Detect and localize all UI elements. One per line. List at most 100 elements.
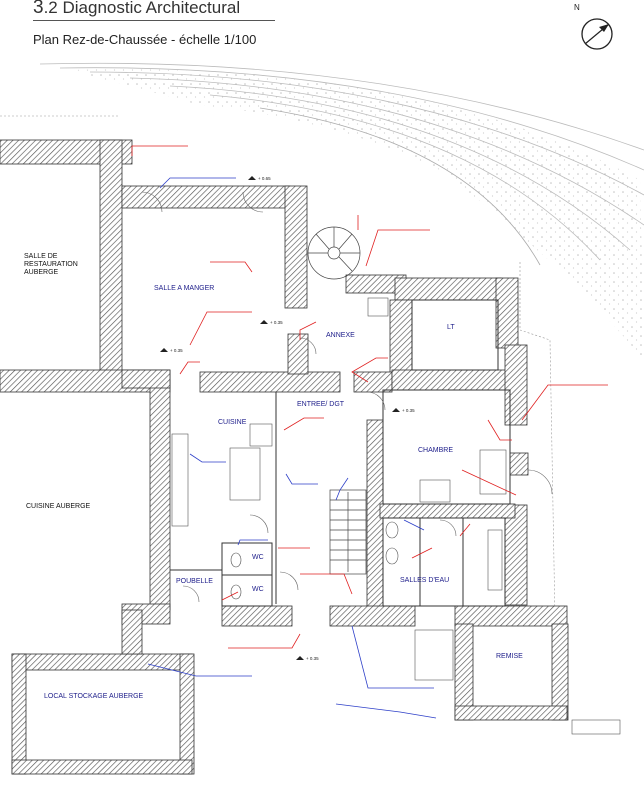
- spiral-staircase: [307, 226, 361, 280]
- door-swing: [249, 514, 269, 534]
- kitchen-counter: [171, 433, 189, 527]
- contour-line: [169, 85, 631, 251]
- exterior-bench: [571, 719, 621, 735]
- wall: [391, 369, 517, 391]
- salles-deau-room: [382, 517, 506, 607]
- label-salle-restauration-2: RESTAURATION: [24, 261, 78, 268]
- annotation-leader: [285, 473, 318, 485]
- contour-line: [129, 77, 644, 226]
- door-swing: [182, 585, 200, 603]
- north-arrow: N: [574, 3, 613, 50]
- label-cuisine-auberge: CUISINE AUBERGE: [26, 503, 91, 510]
- label-chambre: CHAMBRE: [418, 447, 453, 454]
- level-marker-icon: [296, 656, 304, 660]
- site-contours: [0, 62, 644, 621]
- plan-subtitle: Plan Rez-de-Chaussée - échelle 1/100: [33, 32, 257, 47]
- door-swing: [527, 469, 553, 495]
- red-annotations: [131, 145, 608, 649]
- wall: [121, 609, 143, 655]
- section-title-text: .2 Diagnostic Architectural: [43, 0, 241, 17]
- annotation-leader: [299, 321, 317, 340]
- room-labels: SALLE DE RESTAURATION AUBERGE SALLE A MA…: [24, 253, 523, 700]
- wall: [379, 503, 516, 519]
- stair-step: [338, 233, 353, 250]
- annotation-leader: [335, 477, 349, 501]
- toilet: [230, 552, 242, 568]
- wc-partition: [221, 574, 273, 607]
- wall: [287, 333, 309, 375]
- label-entree-dgt: ENTREE/ DGT: [297, 401, 345, 408]
- wall: [221, 605, 293, 627]
- annotation-leader: [335, 703, 437, 719]
- annotation-leader: [189, 311, 252, 346]
- section-title: 3.2 Diagnostic Architectural: [33, 0, 240, 19]
- wall: [199, 371, 341, 393]
- gravel-area: [70, 69, 644, 360]
- shower-tray: [487, 529, 503, 591]
- stair-step: [315, 233, 330, 250]
- wall: [121, 369, 171, 389]
- annotation-leader: [179, 361, 200, 375]
- north-label: N: [574, 3, 580, 12]
- wall: [11, 759, 193, 775]
- wall: [99, 139, 123, 373]
- door-swing: [141, 191, 163, 213]
- title-rule: [33, 20, 275, 21]
- wall: [11, 653, 27, 775]
- level-4: + 0.35: [402, 408, 415, 413]
- stair-core: [327, 246, 341, 260]
- annotation-leader: [403, 519, 425, 531]
- annotation-leader: [411, 547, 433, 559]
- annotation-leader: [365, 229, 430, 267]
- blue-annotations: [147, 177, 437, 719]
- wall: [504, 504, 528, 606]
- wall: [11, 653, 193, 671]
- wall: [329, 605, 416, 627]
- wall: [509, 452, 529, 476]
- wall: [121, 185, 291, 209]
- basin: [385, 547, 399, 565]
- header: 3.2 Diagnostic Architectural Plan Rez-de…: [0, 0, 644, 60]
- wall: [495, 277, 519, 349]
- wall: [353, 371, 393, 393]
- annotation-leader: [351, 357, 388, 383]
- contour-line: [39, 62, 644, 151]
- wall: [551, 623, 569, 721]
- label-local-stockage: LOCAL STOCKAGE AUBERGE: [44, 693, 144, 700]
- contour-line: [209, 94, 601, 261]
- door-swing: [299, 337, 317, 355]
- chambre-room: [382, 389, 511, 505]
- annotation-leader: [147, 663, 252, 677]
- annotation-leader: [159, 177, 236, 189]
- label-salles-deau: SALLES D'EAU: [400, 577, 449, 584]
- annotation-leader: [351, 625, 434, 689]
- annotation-leader: [487, 419, 512, 441]
- annotation-leader: [210, 261, 253, 273]
- level-marker-icon: [248, 176, 256, 180]
- level-marker-icon: [392, 408, 400, 412]
- label-salle-restauration-1: SALLE DE: [24, 253, 58, 260]
- walls: [0, 139, 569, 775]
- annotation-leader: [300, 573, 353, 595]
- label-wc-2: WC: [252, 586, 264, 593]
- level-5: + 0.35: [306, 656, 319, 661]
- annotation-leader: [461, 469, 517, 496]
- level-markers: + 0.65 + 0.35 + 0.35 + 0.35 + 0.35: [160, 176, 415, 661]
- level-2: + 0.35: [270, 320, 283, 325]
- label-wc-1: WC: [252, 554, 264, 561]
- label-salle-restauration-3: AUBERGE: [24, 269, 59, 276]
- kitchen-unit: [249, 423, 273, 447]
- wall: [179, 653, 195, 775]
- door-swing: [366, 391, 386, 411]
- bed-table: [419, 479, 451, 503]
- level-1: + 0.65: [258, 176, 271, 181]
- contour-line: [89, 71, 644, 196]
- contour-line: [259, 107, 541, 266]
- basin: [385, 521, 399, 539]
- wall: [454, 605, 568, 627]
- level-marker-icon: [160, 348, 168, 352]
- annotation-leader: [228, 633, 301, 649]
- contour-line: [59, 67, 644, 171]
- annotation-leader: [221, 591, 239, 601]
